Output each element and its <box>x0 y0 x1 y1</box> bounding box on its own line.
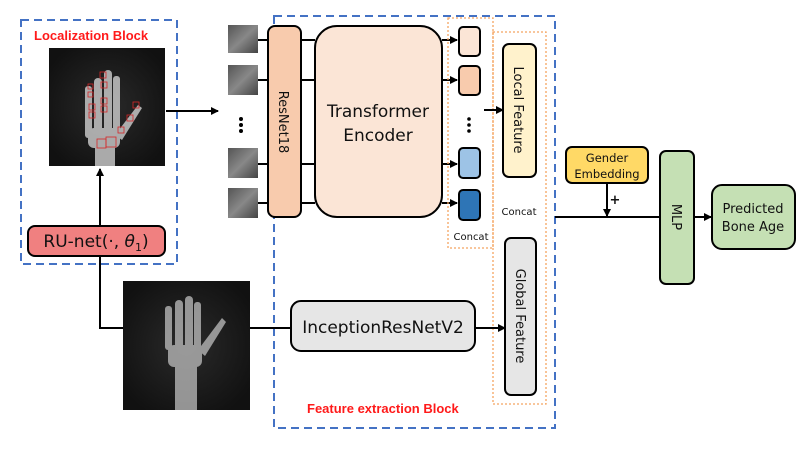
local-feature-box: Local Feature <box>502 43 537 178</box>
global-feature-label: Global Feature <box>512 269 527 364</box>
token-2 <box>458 65 481 96</box>
localization-block-label: Localization Block <box>34 28 149 43</box>
resnet18-box: ResNet18 <box>267 25 302 218</box>
predicted-bone-age-box: Predicted Bone Age <box>711 184 796 250</box>
runet-label: RU-net(·, θ1) <box>43 232 148 254</box>
inception-label: InceptionResNetV2 <box>302 318 464 338</box>
transformer-label-line2: Encoder <box>343 126 413 146</box>
output-label-line2: Bone Age <box>722 220 784 235</box>
patch-4 <box>228 188 258 218</box>
inception-resnet-v2-box: InceptionResNetV2 <box>290 300 476 352</box>
localized-xray-image <box>49 48 165 166</box>
token-1 <box>458 26 481 57</box>
patch-images <box>228 25 258 218</box>
feature-extraction-block-label: Feature extraction Block <box>307 401 459 416</box>
outer-concat-label: Concat <box>502 207 537 218</box>
inner-concat-label: Concat <box>454 232 489 243</box>
resnet-to-transformer-lines <box>301 39 315 204</box>
localization-block-frame <box>20 19 178 265</box>
token-4 <box>458 189 481 221</box>
patch-3 <box>228 148 258 178</box>
mlp-box: MLP <box>659 150 695 285</box>
gender-embedding-box: Gender Embedding <box>565 146 649 184</box>
transformer-encoder-box: Transformer Encoder <box>314 25 443 218</box>
token-3 <box>458 147 481 179</box>
mlp-label: MLP <box>668 204 683 230</box>
patch-2 <box>228 65 258 95</box>
input-xray-image <box>123 281 250 410</box>
transformer-to-token-arrows <box>442 36 458 207</box>
feature-extraction-block-frame <box>273 15 556 429</box>
patch-ellipsis <box>239 117 243 133</box>
gender-label-line1: Gender <box>586 151 629 165</box>
output-label-line1: Predicted <box>722 202 783 217</box>
plus-sign: + <box>610 193 621 208</box>
patch-to-resnet-lines <box>258 39 268 204</box>
outer-concat-frame <box>492 31 547 405</box>
token-ellipsis <box>467 117 471 133</box>
runet-box: RU-net(·, θ1) <box>27 225 166 257</box>
gender-label-line2: Embedding <box>574 167 639 181</box>
resnet18-label: ResNet18 <box>275 91 290 154</box>
global-feature-box: Global Feature <box>504 237 537 396</box>
token-outputs <box>458 26 481 221</box>
transformer-label-line1: Transformer <box>326 102 429 122</box>
patch-1 <box>228 25 258 53</box>
local-feature-label: Local Feature <box>510 67 525 154</box>
